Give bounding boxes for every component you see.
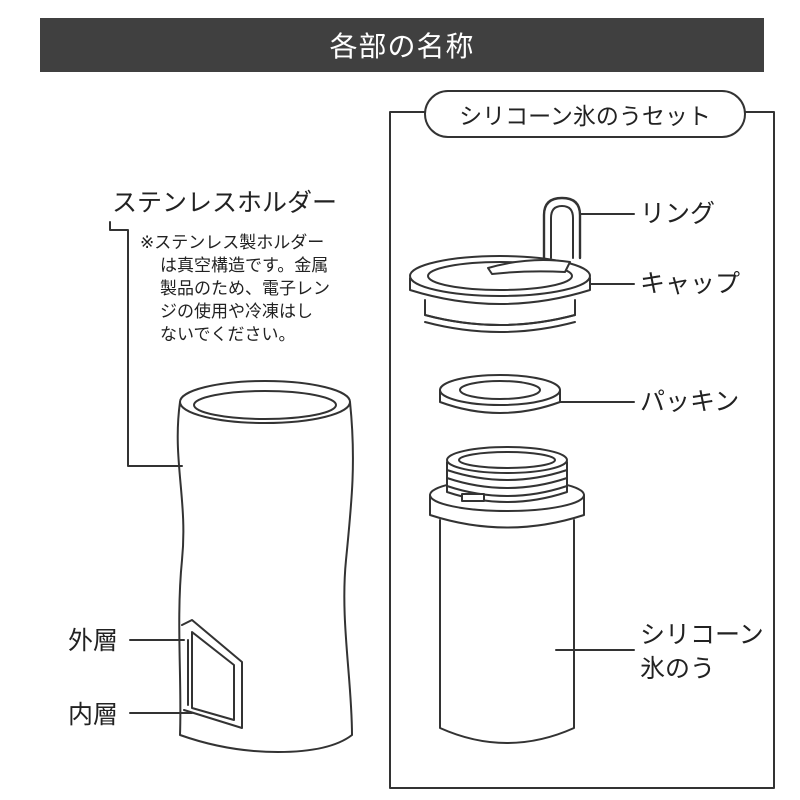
stainless-holder-illustration xyxy=(176,380,354,753)
holder-note-line: ジの使用や冷凍はし xyxy=(160,302,313,322)
ring-label: リング xyxy=(640,199,716,228)
holder-leader-line xyxy=(109,221,183,467)
holder-note-line: は真空構造です。金属 xyxy=(160,256,329,276)
set-title-text: シリコーン氷のうセット xyxy=(459,104,711,130)
holder-note: ※ステンレス製ホルダー は真空構造です。金属 製品のため、電子レン ジの使用や冷… xyxy=(140,232,360,347)
ice-bag-label-line1: シリコーン xyxy=(640,620,764,649)
set-title: シリコーン氷のうセット xyxy=(424,90,746,138)
packing-illustration xyxy=(439,374,561,414)
title-bar: 各部の名称 xyxy=(40,18,764,72)
packing-label: パッキン xyxy=(640,387,740,416)
inner-layer-label: 内層 xyxy=(68,700,119,729)
ice-bag-illustration xyxy=(429,446,585,744)
cap-illustration xyxy=(409,196,591,333)
outer-layer-label: 外層 xyxy=(68,626,119,655)
ice-bag-label-line2: 氷のう xyxy=(640,654,716,683)
holder-note-line: ないでください。 xyxy=(160,325,296,345)
holder-note-line: 製品のため、電子レン xyxy=(160,279,330,299)
ice-bag-label: シリコーン 氷のう xyxy=(640,618,764,686)
holder-label: ステンレスホルダー xyxy=(112,188,338,217)
cap-label: キャップ xyxy=(640,269,741,298)
holder-note-line: ※ステンレス製ホルダー xyxy=(140,233,325,253)
page-title: 各部の名称 xyxy=(329,30,475,63)
